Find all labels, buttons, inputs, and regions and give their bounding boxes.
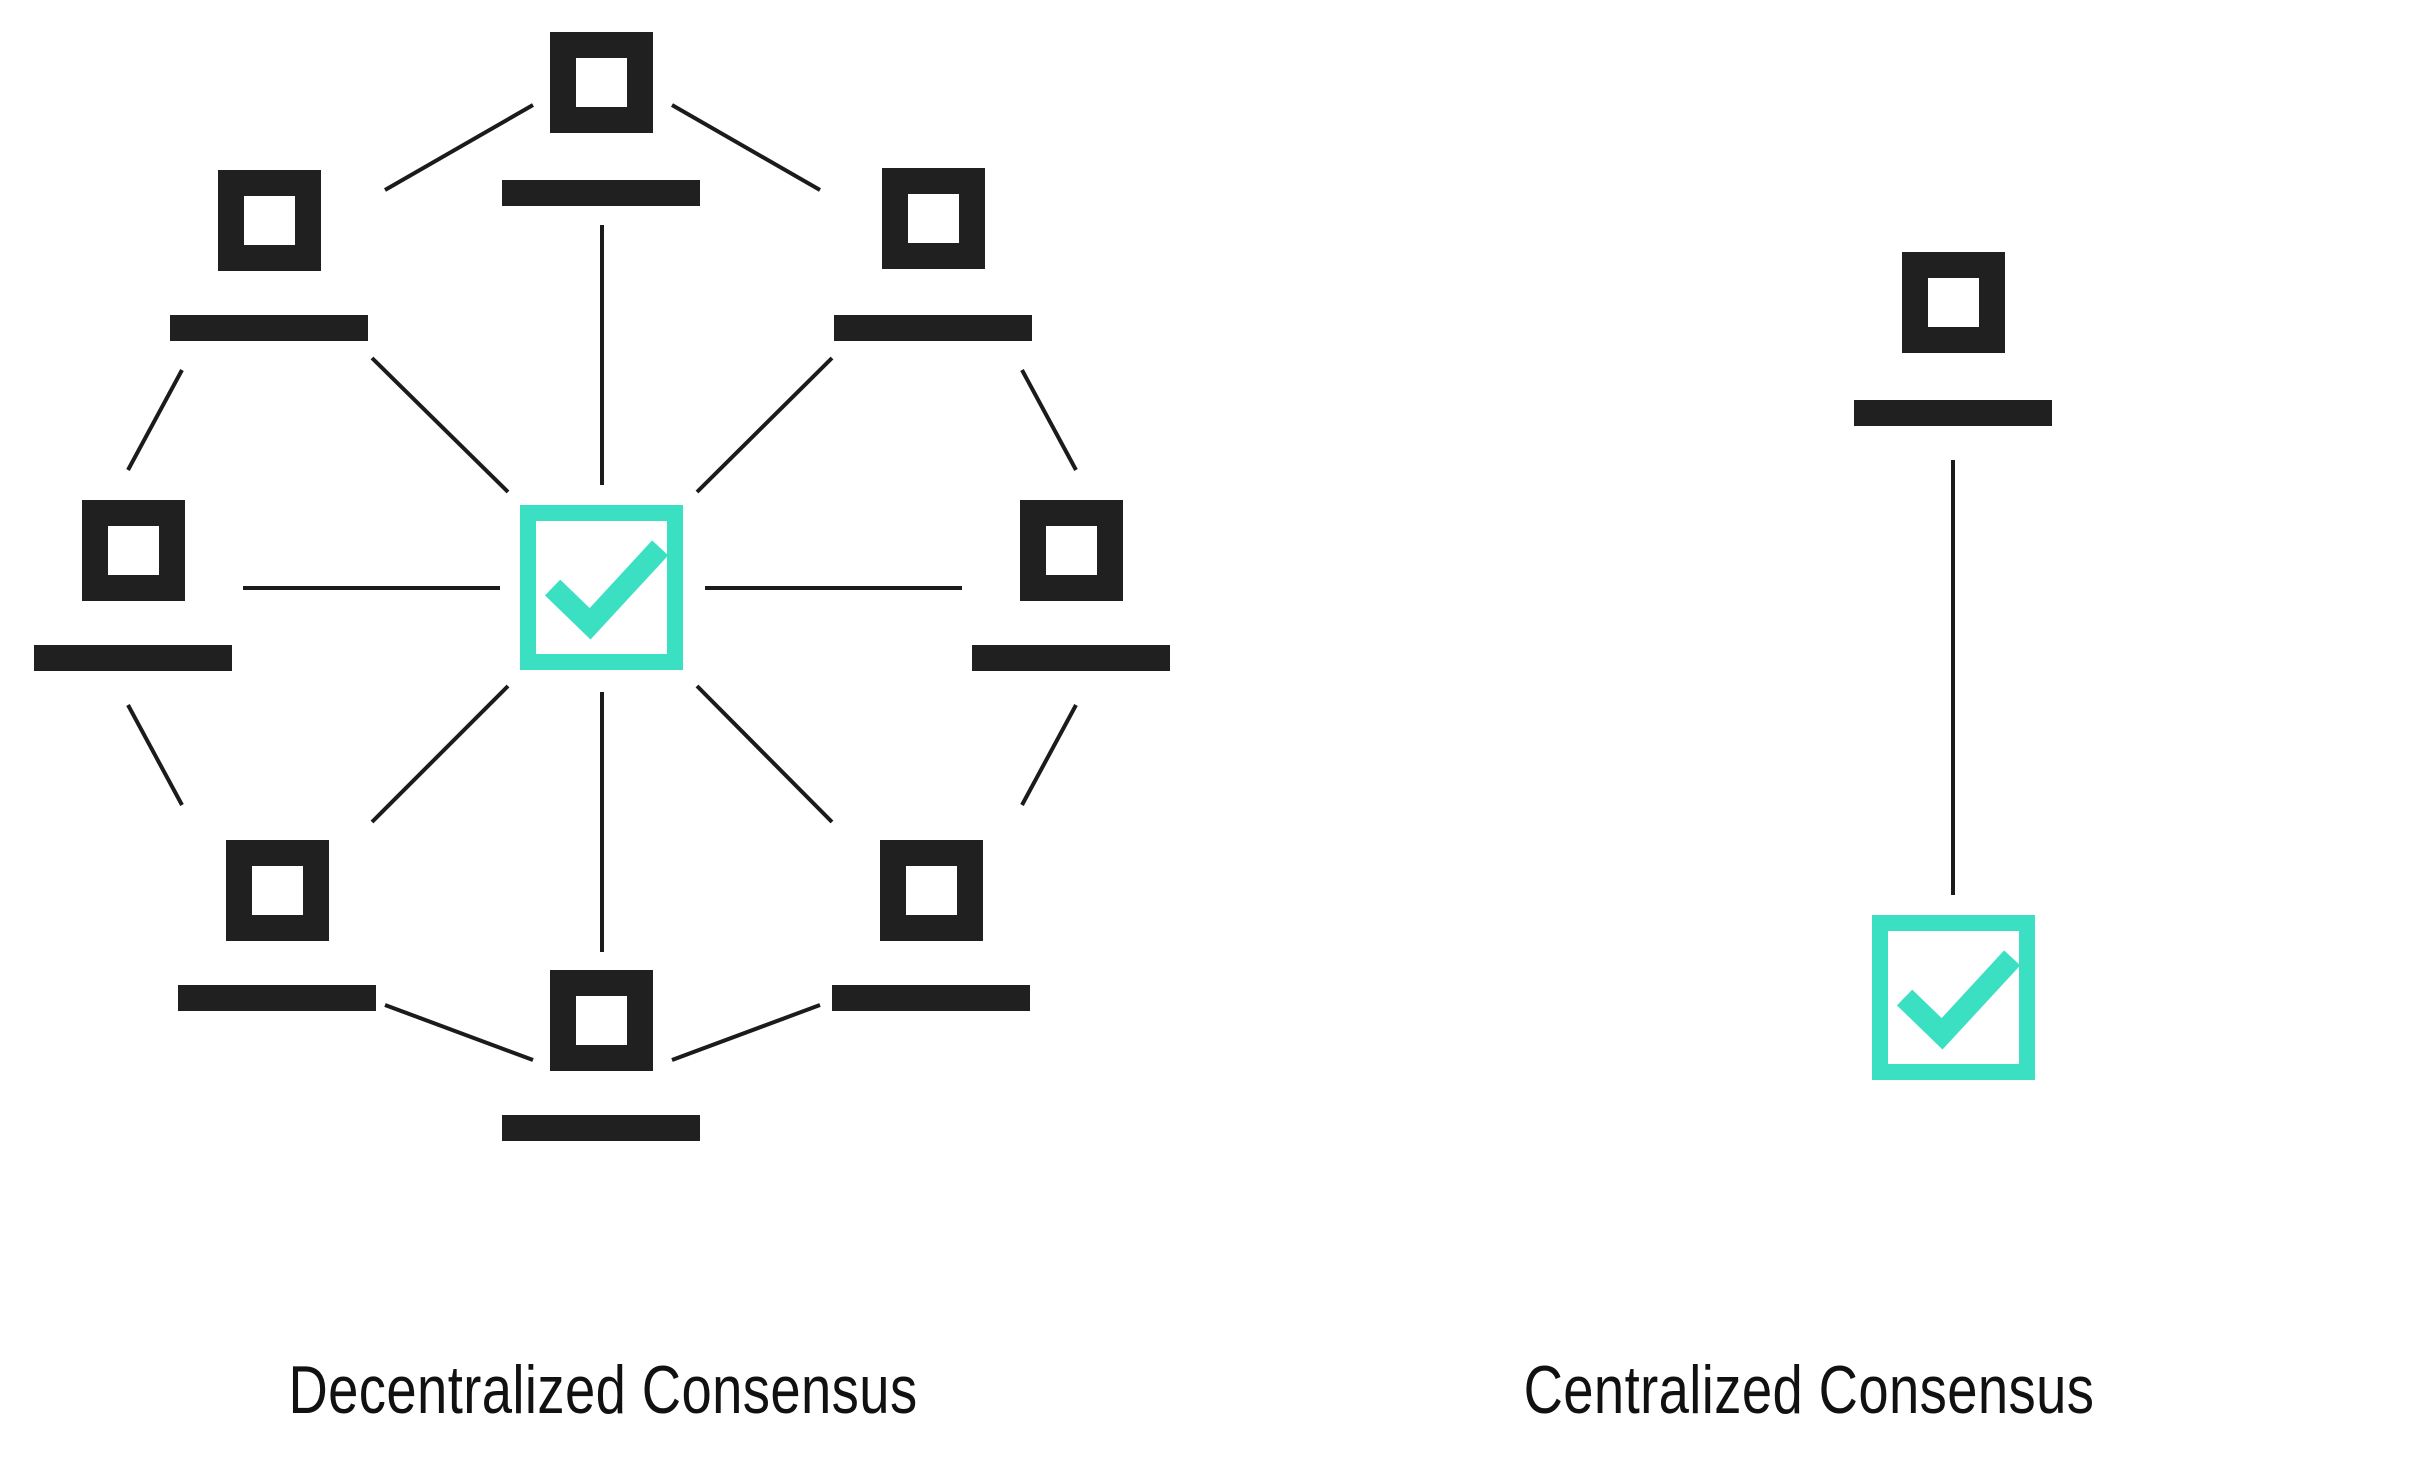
check-square-icon[interactable] [520, 505, 683, 670]
center-consensus-node[interactable] [520, 505, 683, 670]
node-square-icon [218, 170, 321, 271]
node-bar [502, 180, 700, 206]
node-square-icon [550, 970, 653, 1071]
caption-decentralized: Decentralized Consensus [288, 1352, 918, 1428]
node-node-bottom-right[interactable] [832, 840, 1030, 1011]
node-node-authority[interactable] [1854, 252, 2052, 426]
connection-line [126, 369, 184, 471]
node-bar [972, 645, 1170, 671]
node-node-right[interactable] [972, 500, 1170, 671]
node-square-icon [82, 500, 185, 601]
connection-line [126, 704, 184, 806]
check-square-icon[interactable] [1872, 915, 2035, 1080]
checkbox-outline [1872, 915, 2035, 1080]
connection-line [370, 356, 510, 494]
panel-decentralized-consensus: Decentralized Consensus [34, 32, 1170, 1428]
node-node-top-left[interactable] [170, 170, 368, 341]
connection-line [370, 684, 510, 824]
node-bar [834, 315, 1032, 341]
node-node-top[interactable] [502, 32, 700, 206]
decentralized-network-graph [34, 32, 1170, 1141]
checkmark-glyph [544, 540, 669, 640]
node-bar [832, 985, 1030, 1011]
connection-line [384, 103, 534, 192]
node-bar [1854, 400, 2052, 426]
node-square-icon [1902, 252, 2005, 353]
connection-line [1020, 704, 1078, 806]
checkbox-outline [520, 505, 683, 670]
checkmark-glyph [1896, 950, 2021, 1050]
center-consensus-node[interactable] [1872, 915, 2035, 1080]
node-node-left[interactable] [34, 500, 232, 671]
connection-line [695, 356, 834, 494]
centralized-network-graph [1854, 252, 2052, 1080]
connection-lines [126, 103, 1078, 1062]
node-bar [178, 985, 376, 1011]
connection-line [384, 1003, 534, 1062]
node-group [34, 32, 1170, 1141]
connection-line [1020, 369, 1078, 471]
node-square-icon [226, 840, 329, 941]
connection-line [671, 1003, 821, 1062]
node-square-icon [882, 168, 985, 269]
panel-centralized-consensus: Centralized Consensus [1206, 0, 2412, 1470]
connection-line [695, 684, 834, 824]
node-square-icon [880, 840, 983, 941]
node-square-icon [1020, 500, 1123, 601]
node-node-top-right[interactable] [834, 168, 1032, 341]
node-bar [34, 645, 232, 671]
node-node-bottom-left[interactable] [178, 840, 376, 1011]
node-bar [170, 315, 368, 341]
node-node-bottom[interactable] [502, 970, 700, 1141]
connection-line [671, 103, 821, 192]
node-group [1854, 252, 2052, 426]
node-bar [502, 1115, 700, 1141]
node-square-icon [550, 32, 653, 133]
caption-centralized: Centralized Consensus [1523, 1352, 2095, 1428]
